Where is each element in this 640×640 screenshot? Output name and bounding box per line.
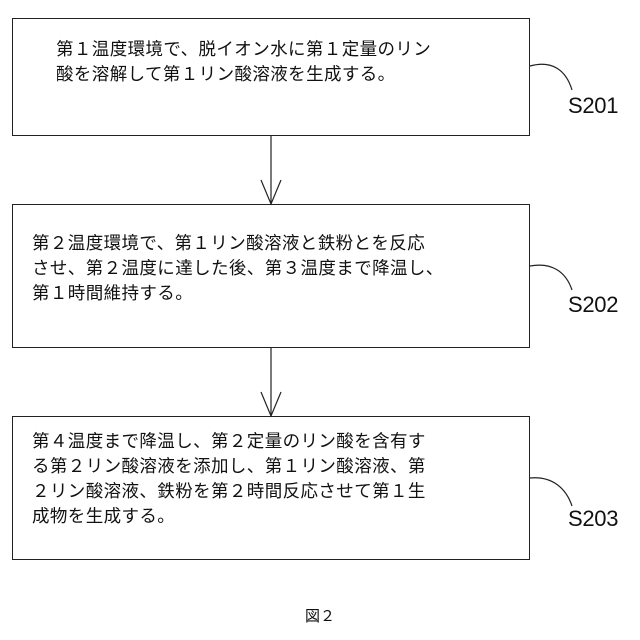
leader-line-s201 bbox=[530, 64, 572, 90]
leader-line-s202 bbox=[530, 265, 572, 290]
arrow-s201-to-s202 bbox=[261, 136, 281, 204]
leader-line-s203 bbox=[530, 478, 572, 506]
figure-caption: 図２ bbox=[0, 605, 640, 626]
arrow-s202-to-s203 bbox=[261, 348, 281, 416]
